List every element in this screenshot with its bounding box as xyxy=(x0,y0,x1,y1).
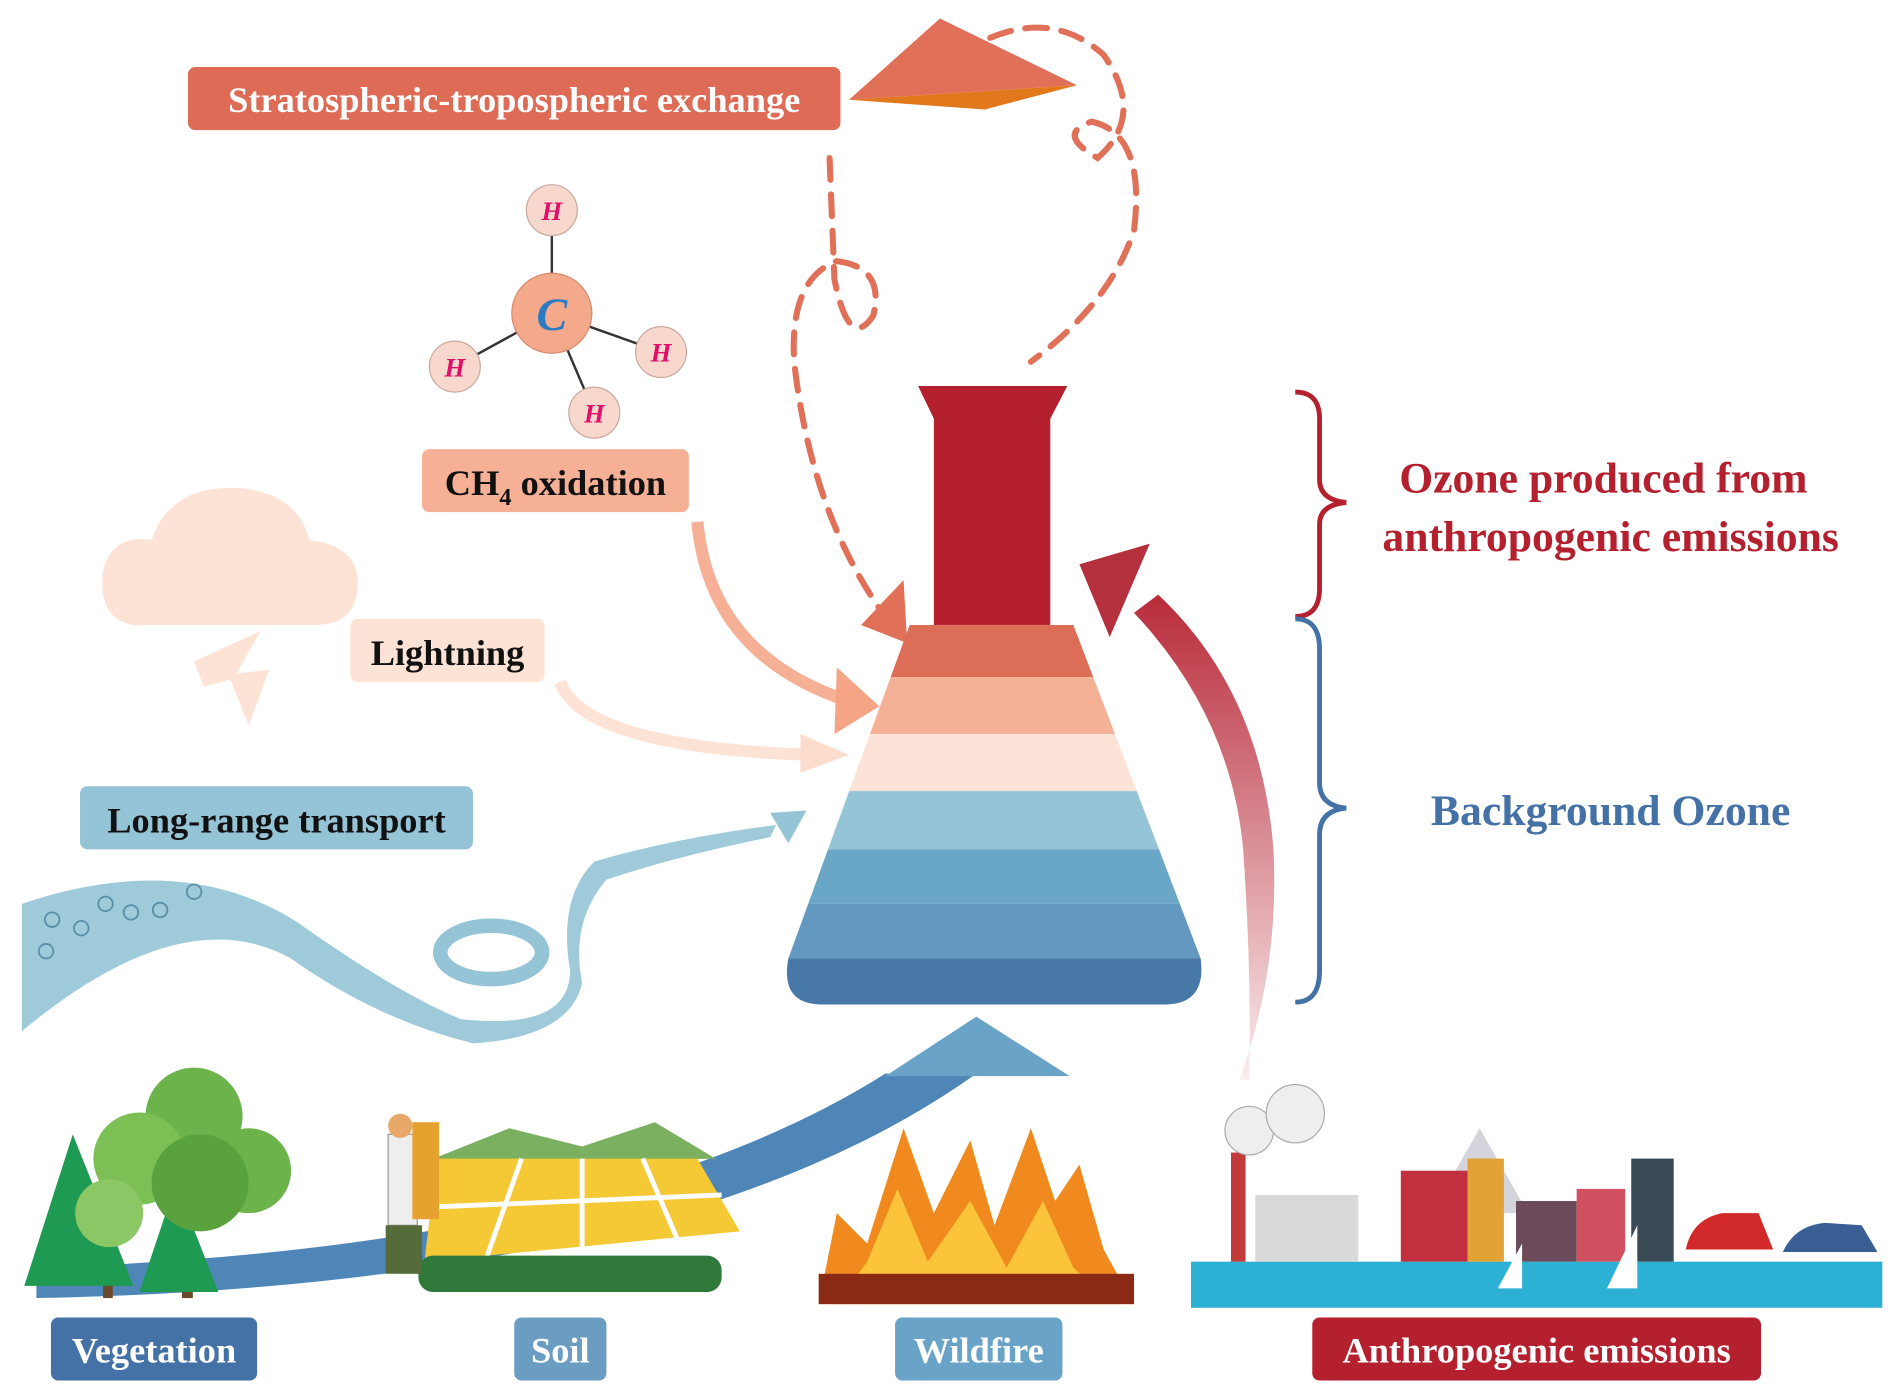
lightning-arrowhead xyxy=(800,734,849,773)
svg-text:H: H xyxy=(650,338,673,368)
anthropogenic-brace xyxy=(1295,389,1347,619)
vegetation-trees-icon xyxy=(24,1067,292,1299)
lightning-arrow xyxy=(554,679,807,761)
thundercloud-icon xyxy=(102,487,358,726)
svg-text:Wildfire: Wildfire xyxy=(914,1330,1044,1370)
vegetation-label: Vegetation xyxy=(50,1317,258,1381)
methane-molecule-icon: C H H H H xyxy=(428,184,688,439)
svg-text:Soil: Soil xyxy=(531,1330,590,1370)
svg-text:Vegetation: Vegetation xyxy=(72,1330,236,1370)
soil-farmland-icon xyxy=(385,1113,740,1292)
svg-text:Long-range transport: Long-range transport xyxy=(107,800,445,840)
svg-text:H: H xyxy=(443,352,466,382)
svg-text:CH4 oxidation: CH4 oxidation xyxy=(445,463,666,511)
ste-label: Stratospheric-tropospheric exchange xyxy=(187,67,841,131)
wildfire-label: Wildfire xyxy=(895,1317,1063,1381)
ch4-arrowhead xyxy=(834,667,880,735)
background-brace xyxy=(1295,616,1347,1005)
soil-label: Soil xyxy=(514,1317,607,1381)
svg-text:Anthropogenic emissions: Anthropogenic emissions xyxy=(1342,1330,1730,1370)
anthropogenic-emissions-label: Anthropogenic emissions xyxy=(1312,1317,1762,1381)
anthropogenic-ozone-text-1: Ozone produced from xyxy=(1399,455,1807,503)
anthropogenic-arrow xyxy=(1133,594,1275,1080)
lightning-label: Lightning xyxy=(350,618,545,682)
wildfire-flames-icon xyxy=(818,1128,1134,1305)
background-ozone-text: Background Ozone xyxy=(1431,787,1790,835)
anthropogenic-arrowhead xyxy=(1079,543,1150,638)
long-range-transport-label: Long-range transport xyxy=(80,786,474,850)
ste-arrowhead xyxy=(861,580,908,644)
paper-plane-icon xyxy=(848,18,1077,110)
svg-text:Stratospheric-tropospheric exc: Stratospheric-tropospheric exchange xyxy=(228,80,800,120)
svg-text:C: C xyxy=(536,289,568,340)
svg-text:H: H xyxy=(583,398,606,428)
svg-text:Lightning: Lightning xyxy=(371,633,525,673)
natural-emissions-arrowhead xyxy=(885,1016,1070,1077)
city-anthropogenic-icon xyxy=(1190,1083,1883,1308)
ch4-arrow xyxy=(691,521,851,708)
svg-text:H: H xyxy=(540,196,563,226)
ch4-oxidation-label: CH4 oxidation xyxy=(422,449,689,513)
transport-ribbon xyxy=(21,810,807,1044)
anthropogenic-ozone-text-2: anthropogenic emissions xyxy=(1382,513,1838,561)
ste-dashed-arrows xyxy=(790,24,1140,628)
